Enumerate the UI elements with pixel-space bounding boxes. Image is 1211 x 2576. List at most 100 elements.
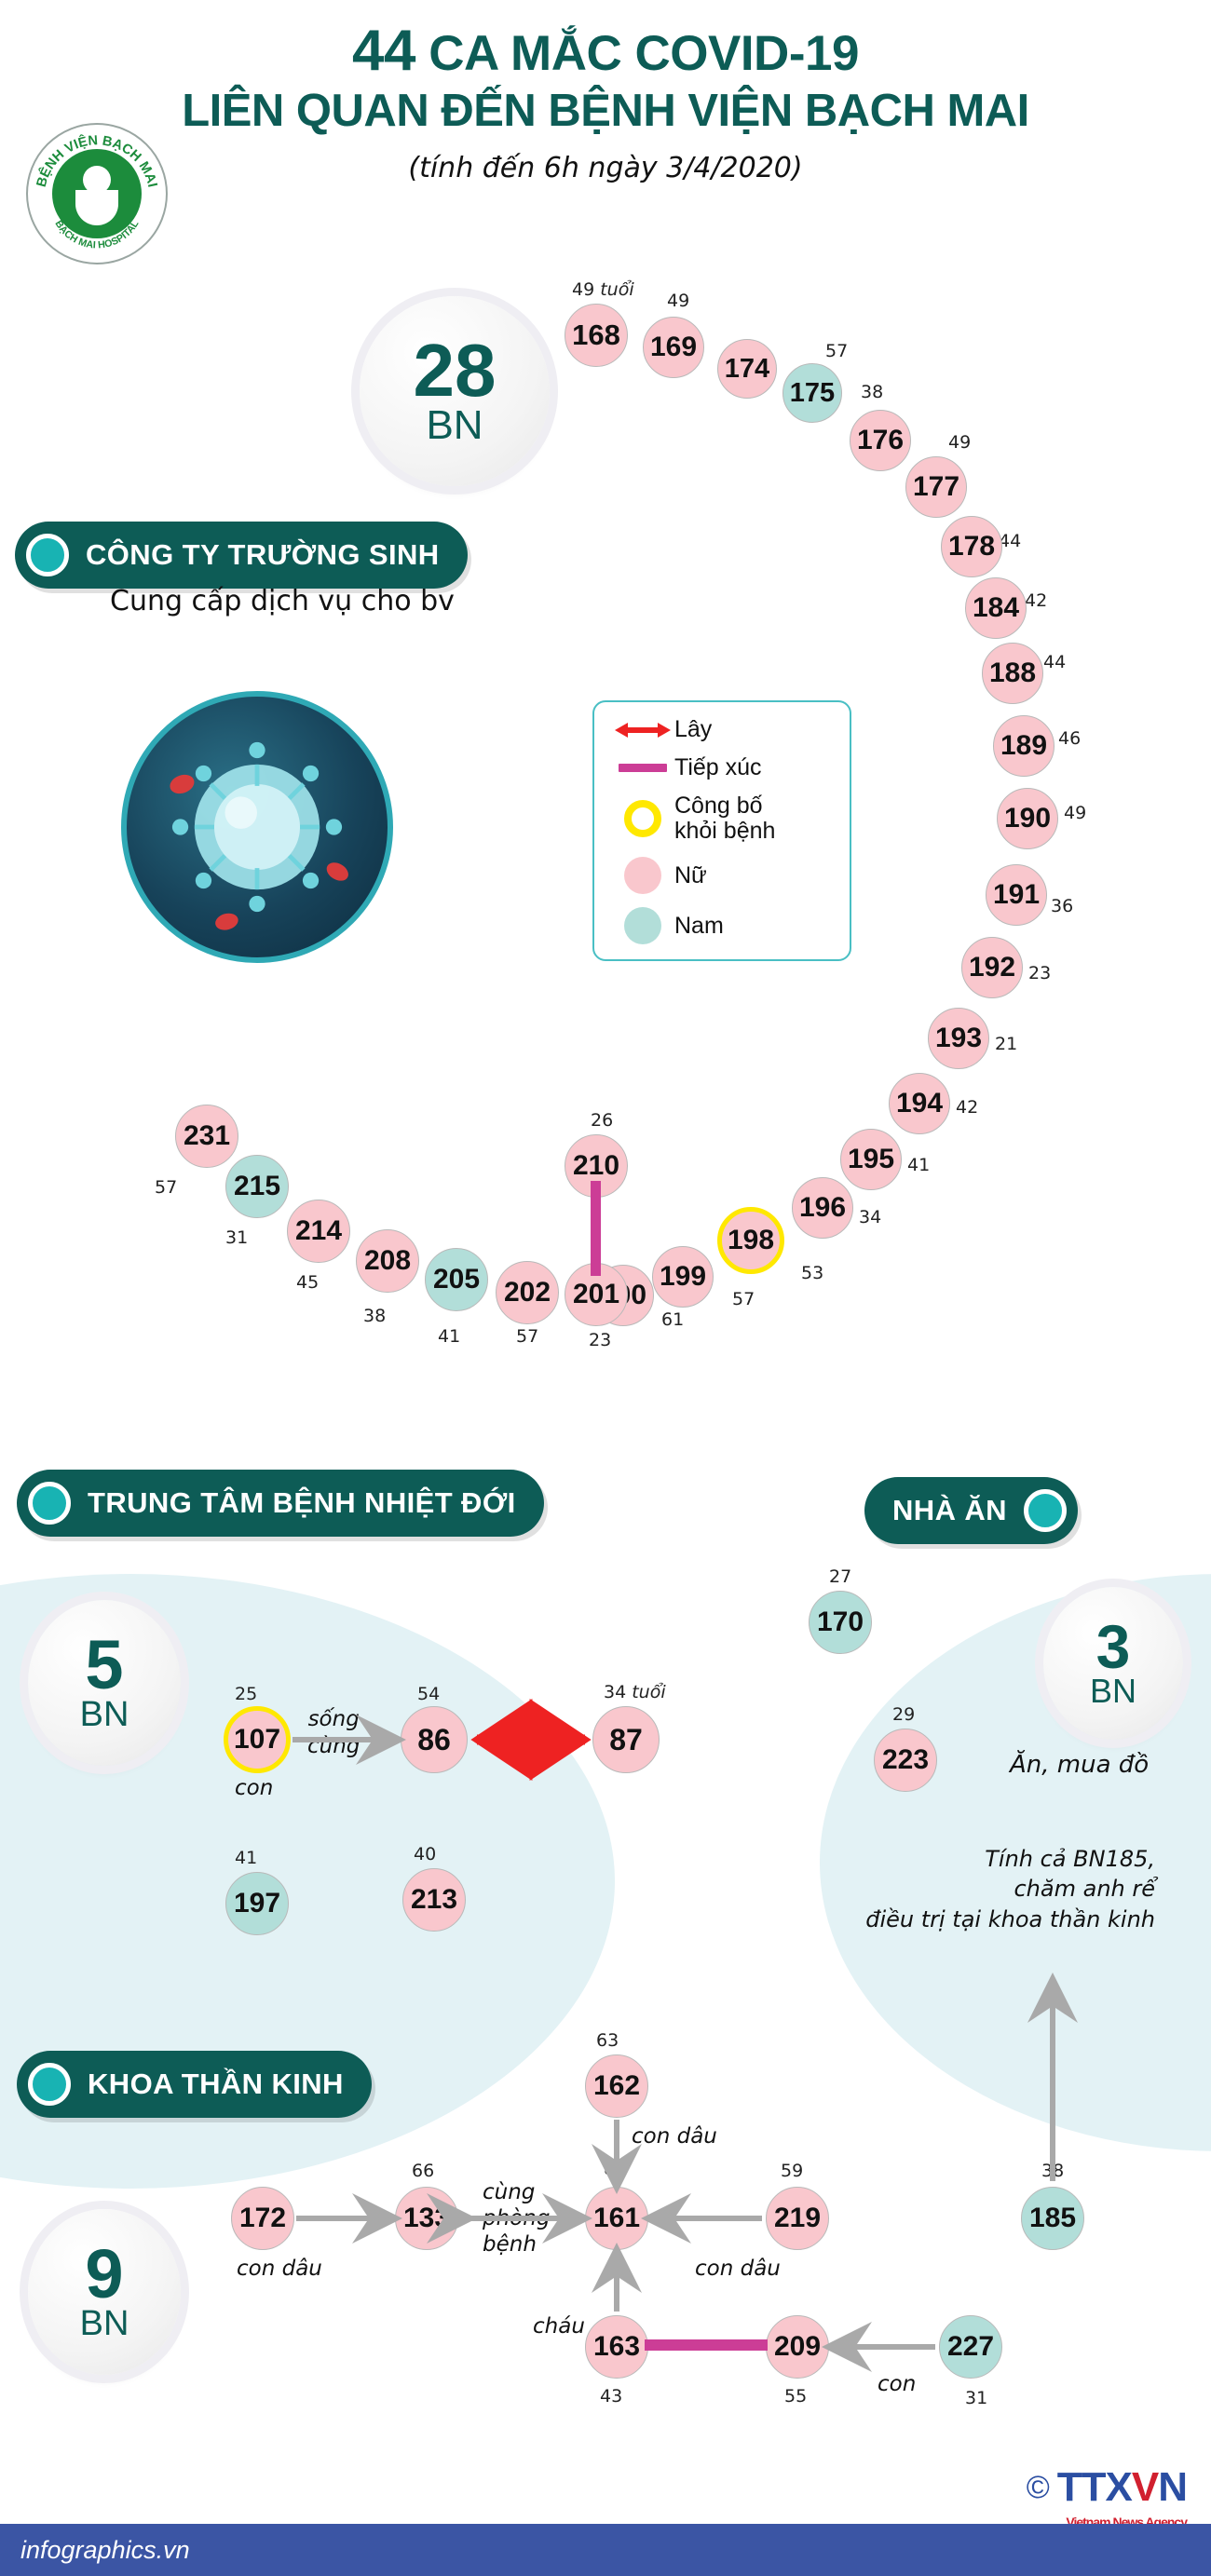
patient-node-87[interactable]: 87 (592, 1706, 660, 1773)
patient-node-191[interactable]: 191 (986, 864, 1047, 926)
section-header-truong-sinh[interactable]: CÔNG TY TRƯỜNG SINH (15, 522, 468, 589)
nhiet-doi-count: 5 (85, 1625, 124, 1703)
patient-node-170[interactable]: 170 (809, 1591, 872, 1654)
patient-node-162[interactable]: 162 (585, 2054, 648, 2118)
nha-an-note: Tính cả BN185, chăm anh rể điều trị tại … (865, 1846, 1155, 1932)
patient-node-184[interactable]: 184 (965, 577, 1027, 639)
title-line2: LIÊN QUAN ĐẾN BỆNH VIỆN BẠCH MAI (182, 86, 1029, 137)
footer-site: infographics.vn (20, 2536, 190, 2564)
patient-node-219[interactable]: 219 (766, 2187, 829, 2250)
patient-node-196[interactable]: 196 (792, 1177, 853, 1239)
age-label-185: 38 (1041, 2161, 1065, 2181)
logo-emblem (52, 149, 142, 238)
edge-label-con-dau-172: con dâu (237, 2257, 322, 2281)
contact-link-163-209 (645, 2339, 768, 2351)
patient-node-107[interactable]: 107 (224, 1706, 291, 1773)
nha-an-count-unit: BN (1089, 1672, 1136, 1711)
age-label-205: 41 (438, 1326, 461, 1347)
patient-node-177[interactable]: 177 (905, 456, 967, 518)
legend-label-lay: Lây (674, 716, 713, 742)
nha-an-count: 3 (1095, 1611, 1131, 1681)
patient-node-231[interactable]: 231 (175, 1105, 238, 1168)
age-label-133: 66 (412, 2161, 435, 2181)
cured-ring-icon (611, 800, 674, 837)
contact-link-210-201 (591, 1181, 601, 1276)
age-label-201: 23 (589, 1330, 612, 1350)
patient-node-227[interactable]: 227 (939, 2315, 1002, 2379)
virus-graphic (170, 741, 348, 930)
section-header-nha-an[interactable]: NHÀ ĂN (864, 1477, 1078, 1544)
age-label-200: 61 (661, 1309, 685, 1330)
patient-node-215[interactable]: 215 (225, 1155, 289, 1218)
agency-name: TTXVN Vietnam News Agency (1056, 2464, 1188, 2529)
patient-node-202[interactable]: 202 (496, 1261, 559, 1324)
legend-item-lay: Lây (611, 717, 833, 742)
patient-node-194[interactable]: 194 (889, 1073, 950, 1134)
patient-node-192[interactable]: 192 (961, 937, 1023, 998)
legend-label-khoi-benh: Công bố khỏi bệnh (674, 793, 776, 844)
patient-node-188[interactable]: 188 (982, 643, 1043, 704)
patient-node-199[interactable]: 199 (652, 1246, 714, 1308)
title-line1-rest: CA MẮC COVID-19 (429, 26, 859, 81)
age-label-178: 44 (999, 531, 1022, 551)
than-kinh-count-bubble: 9 BN (28, 2209, 181, 2375)
pill-dot-icon (28, 1482, 71, 1525)
patient-node-223[interactable]: 223 (874, 1729, 937, 1792)
age-label-170: 27 (829, 1566, 852, 1587)
age-label-208: 38 (363, 1306, 387, 1326)
contact-line-icon (611, 764, 674, 772)
edge-label-chau: cháu (533, 2314, 585, 2339)
age-label-161: 88 (604, 2159, 627, 2179)
age-label-199: 57 (732, 1289, 755, 1309)
than-kinh-count-unit: BN (79, 2304, 129, 2344)
copyright-icon: © (1026, 2469, 1050, 2505)
patient-node-163[interactable]: 163 (585, 2315, 648, 2379)
patient-node-169[interactable]: 169 (643, 317, 704, 378)
patient-node-213[interactable]: 213 (402, 1868, 466, 1932)
patient-node-195[interactable]: 195 (840, 1129, 902, 1190)
patient-node-178[interactable]: 178 (941, 516, 1002, 577)
age-label-196: 34 (859, 1207, 882, 1227)
nha-an-caption: Ăn, mua đồ (1010, 1751, 1150, 1779)
patient-node-197[interactable]: 197 (225, 1872, 289, 1935)
nhiet-doi-pill-label: TRUNG TÂM BỆNH NHIỆT ĐỚI (88, 1486, 516, 1519)
edge-label-con-227: con (878, 2372, 917, 2396)
edge-label-con-107: con (235, 1776, 274, 1800)
patient-node-205[interactable]: 205 (425, 1248, 488, 1311)
legend-item-nam: Nam (611, 907, 833, 944)
age-label-198: 53 (801, 1263, 824, 1283)
than-kinh-count: 9 (85, 2234, 124, 2312)
section-header-nhiet-doi[interactable]: TRUNG TÂM BỆNH NHIỆT ĐỚI (17, 1470, 544, 1537)
patient-node-133[interactable]: 133 (395, 2187, 458, 2250)
age-label-87-unit: 34 tuổi (604, 1682, 666, 1702)
age-label-168-unit: 49 tuổi (572, 279, 634, 300)
patient-node-193[interactable]: 193 (928, 1008, 989, 1069)
patient-node-168[interactable]: 168 (565, 304, 628, 367)
patient-node-190[interactable]: 190 (997, 788, 1058, 849)
age-label-86: 54 (417, 1684, 441, 1704)
age-label-169: 49 (667, 291, 690, 311)
patient-node-161[interactable]: 161 (585, 2187, 648, 2250)
pill-dot-icon (28, 2063, 71, 2106)
patient-node-209[interactable]: 209 (766, 2315, 829, 2379)
patient-node-86[interactable]: 86 (401, 1706, 468, 1773)
patient-node-198[interactable]: 198 (717, 1207, 784, 1274)
patient-node-175[interactable]: 175 (782, 363, 842, 423)
male-circle-icon (611, 907, 674, 944)
truong-sinh-count-bubble: 28 BN (360, 296, 550, 486)
patient-node-208[interactable]: 208 (356, 1229, 419, 1293)
age-label-213: 40 (414, 1844, 437, 1864)
patient-node-185[interactable]: 185 (1021, 2187, 1084, 2250)
patient-node-189[interactable]: 189 (993, 715, 1055, 777)
age-label-195: 41 (907, 1155, 931, 1175)
patient-node-174[interactable]: 174 (717, 339, 777, 399)
section-header-than-kinh[interactable]: KHOA THẦN KINH (17, 2051, 372, 2118)
patient-node-176[interactable]: 176 (850, 410, 911, 471)
patient-node-214[interactable]: 214 (287, 1200, 350, 1263)
legend-item-khoi-benh: Công bố khỏi bệnh (611, 793, 833, 844)
patient-node-172[interactable]: 172 (231, 2187, 294, 2250)
age-label-188: 44 (1043, 652, 1067, 672)
